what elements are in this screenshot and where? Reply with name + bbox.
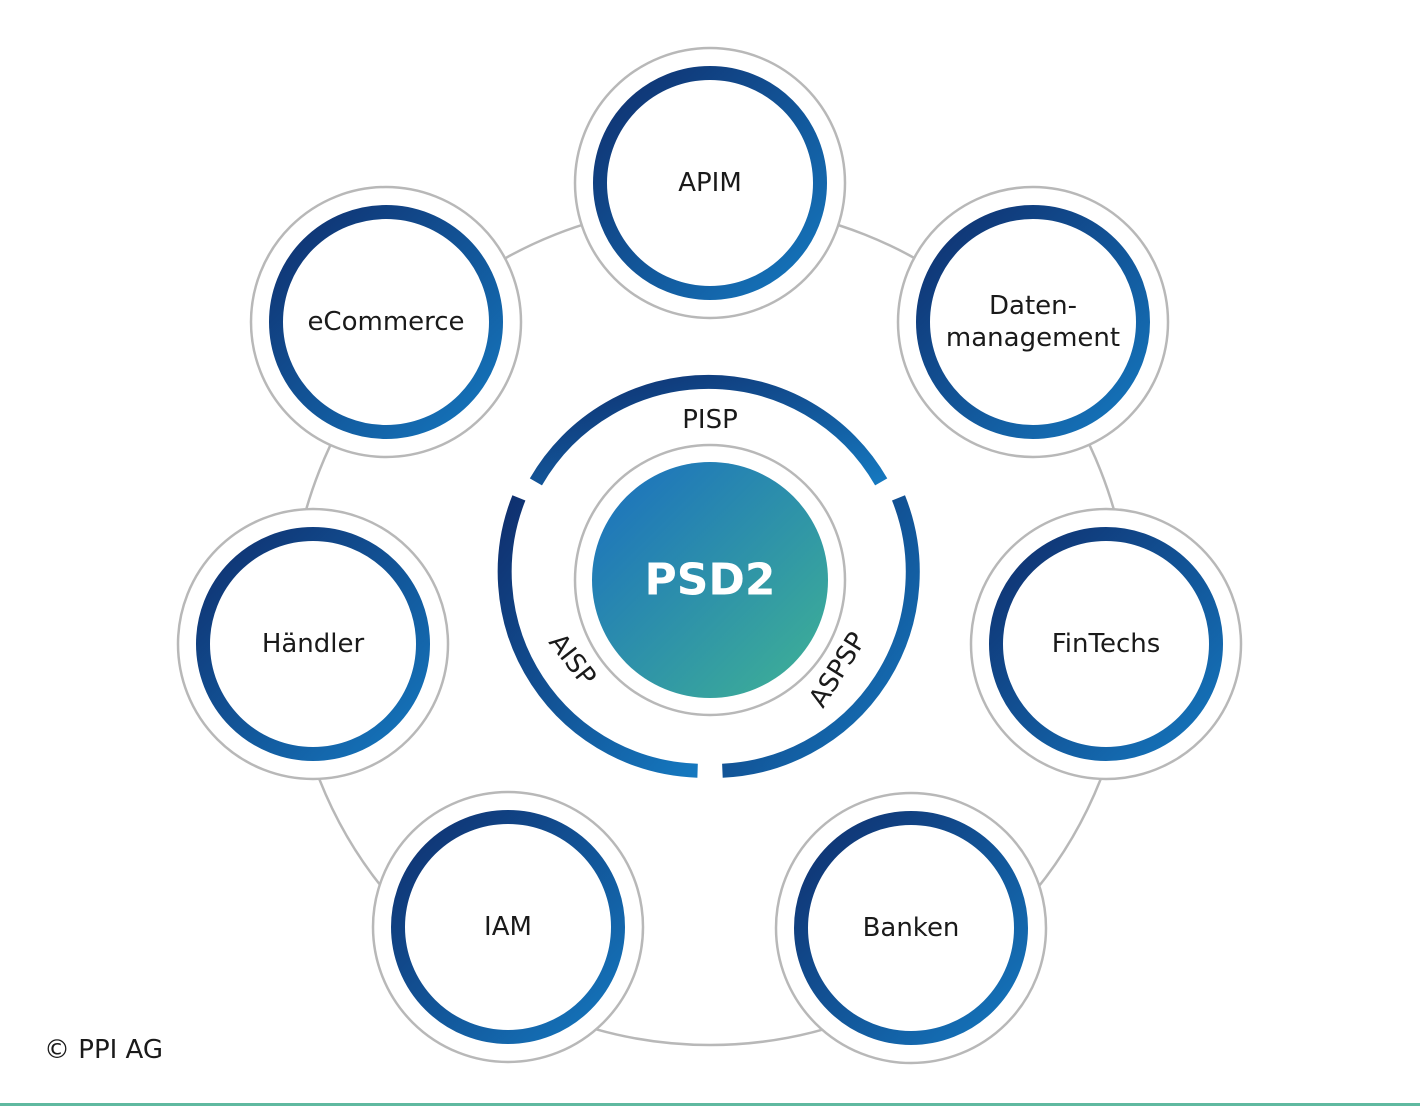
node-apim: APIM — [573, 46, 847, 320]
arc-label-pisp: PISP — [682, 405, 738, 435]
node-haendler: Händler — [176, 507, 450, 781]
node-label: Banken — [863, 913, 960, 943]
node-ecommerce: eCommerce — [249, 185, 523, 459]
node-ring — [794, 811, 1028, 1045]
node-ring — [196, 527, 430, 761]
bottom-rule — [0, 1103, 1420, 1106]
center-disc — [592, 462, 828, 698]
node-ring — [391, 810, 625, 1044]
arc-aspsp — [722, 495, 920, 778]
arc-aisp — [497, 495, 698, 778]
node-label: IAM — [484, 912, 532, 942]
arc-pisp — [529, 374, 888, 486]
node-iam: IAM — [371, 790, 645, 1064]
node-label: eCommerce — [307, 307, 464, 337]
node-label-line-2: management — [946, 323, 1120, 353]
node-label: Händler — [262, 629, 365, 659]
node-label-line-1: Daten- — [989, 291, 1077, 321]
node-datenmanagement: Daten- management — [896, 185, 1170, 459]
copyright-text: © PPI AG — [44, 1035, 163, 1065]
center-label: PSD2 — [644, 555, 775, 606]
node-ring — [593, 66, 827, 300]
node-ring — [269, 205, 503, 439]
node-label: APIM — [678, 168, 742, 198]
node-label: FinTechs — [1052, 629, 1161, 659]
node-ring — [916, 205, 1150, 439]
node-ring — [989, 527, 1223, 761]
node-banken: Banken — [774, 791, 1048, 1065]
node-fintechs: FinTechs — [969, 507, 1243, 781]
psd2-role-ring — [497, 374, 920, 778]
